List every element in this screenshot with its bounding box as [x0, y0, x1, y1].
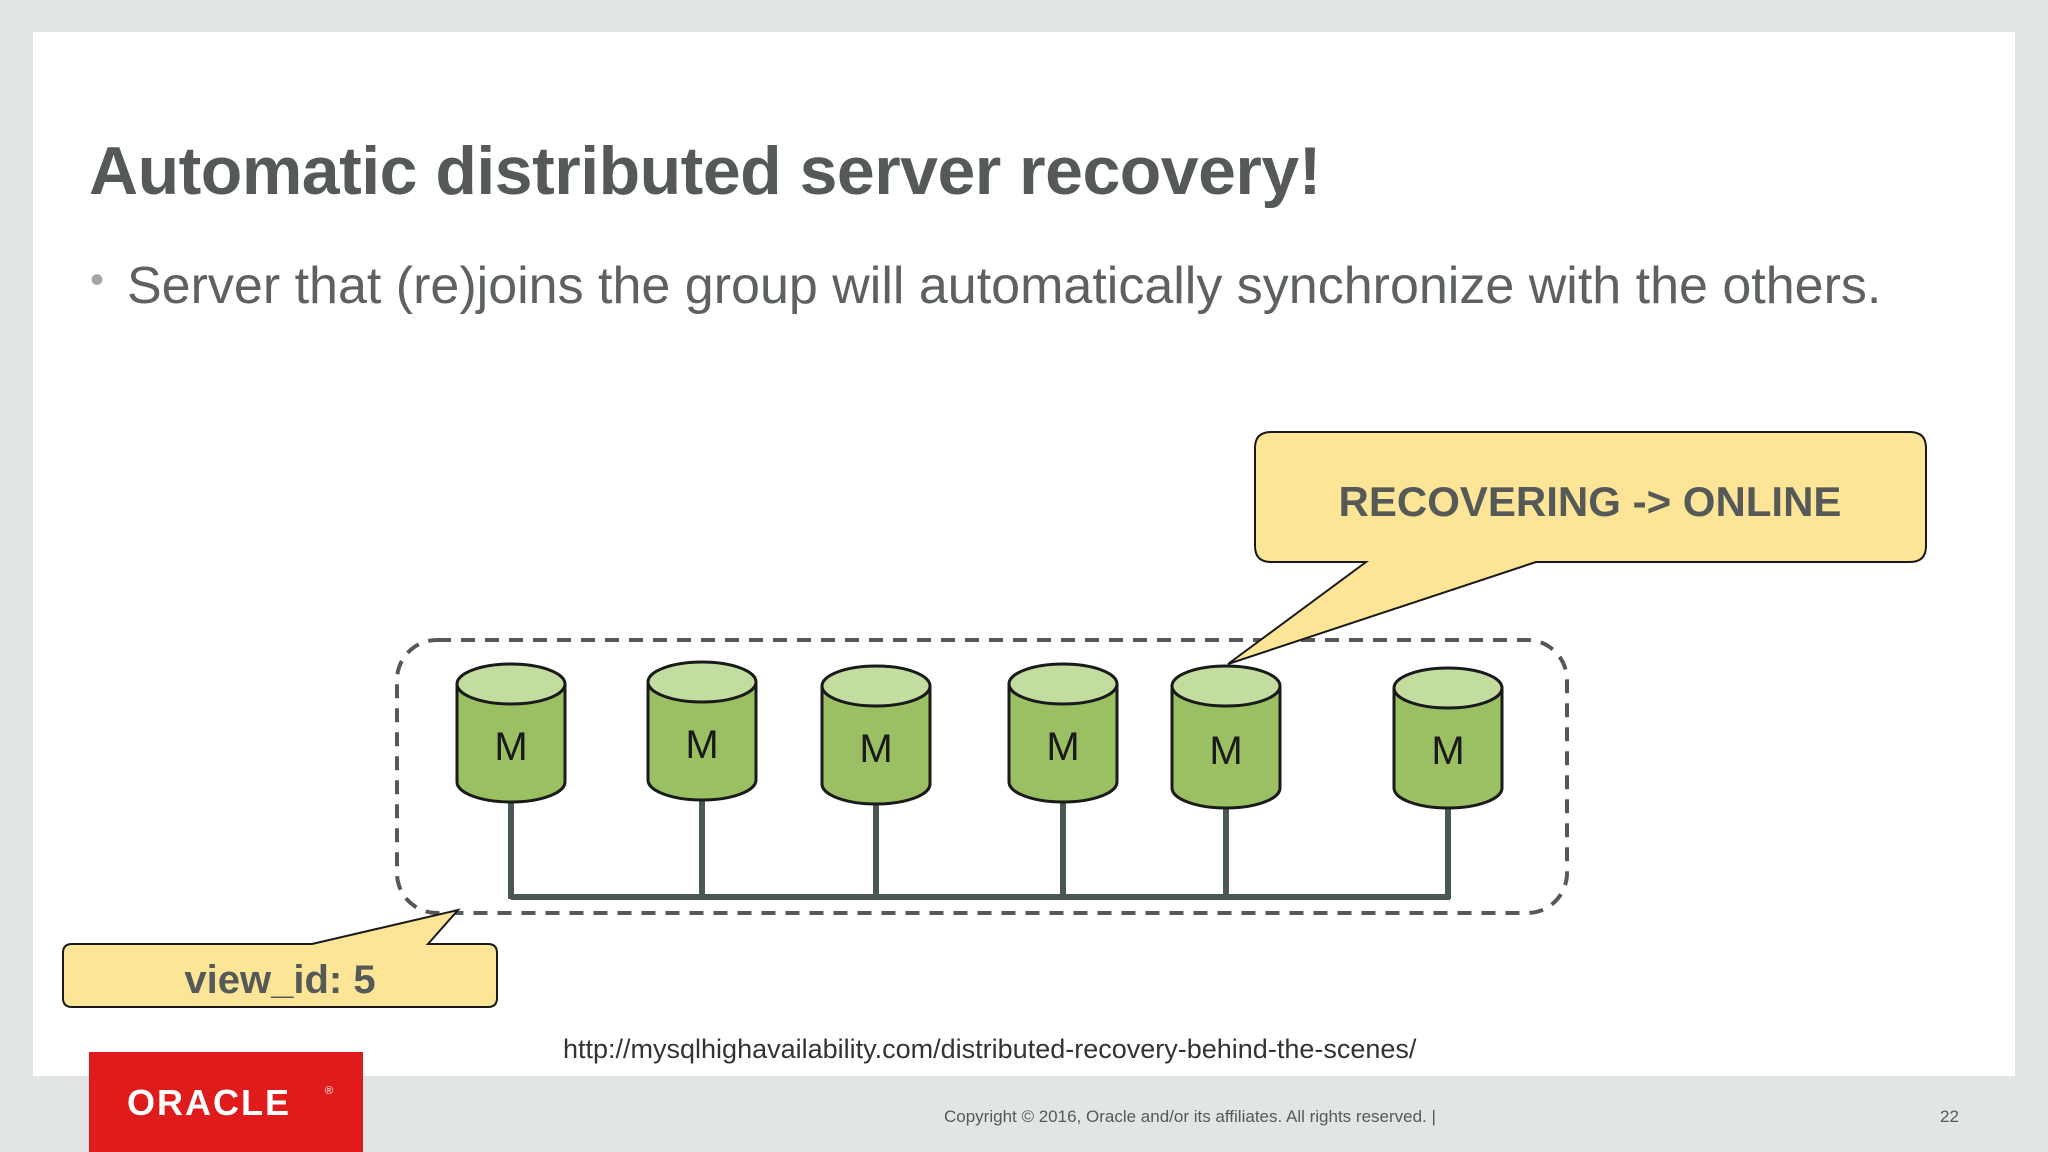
- copyright-notice: Copyright © 2016, Oracle and/or its affi…: [944, 1107, 1436, 1126]
- oracle-logo: ORACLE ®: [89, 1052, 363, 1152]
- server-label: M: [685, 723, 718, 767]
- server-label: M: [1209, 729, 1242, 773]
- bullet-marker: •: [90, 258, 105, 302]
- slide-title: Automatic distributed server recovery!: [89, 133, 1321, 209]
- view-id-callout: view_id: 5: [62, 908, 498, 1008]
- server-node: M: [455, 662, 567, 804]
- page-number: 22: [1940, 1107, 1959, 1126]
- server-node: M: [820, 664, 932, 806]
- status-callout: RECOVERING -> ONLINE: [1227, 431, 1927, 665]
- server-label: M: [1046, 725, 1079, 769]
- server-label: M: [859, 727, 892, 771]
- view-id-text: view_id: 5: [184, 958, 375, 1002]
- server-node: M: [1170, 664, 1282, 810]
- server-node: M: [1392, 666, 1504, 810]
- server-label: M: [1431, 729, 1464, 773]
- server-label: M: [494, 725, 527, 769]
- oracle-logo-mark: ®: [325, 1085, 334, 1097]
- status-callout-text: RECOVERING -> ONLINE: [1339, 478, 1842, 525]
- server-node: M: [1007, 662, 1119, 804]
- network-lines: [508, 800, 1451, 900]
- bullet-text: Server that (re)joins the group will aut…: [127, 257, 1882, 315]
- group-boundary: [395, 638, 1569, 915]
- oracle-logo-text: ORACLE: [127, 1082, 291, 1123]
- server-node: M: [646, 660, 758, 802]
- reference-link[interactable]: http://mysqlhighavailability.com/distrib…: [563, 1034, 1417, 1064]
